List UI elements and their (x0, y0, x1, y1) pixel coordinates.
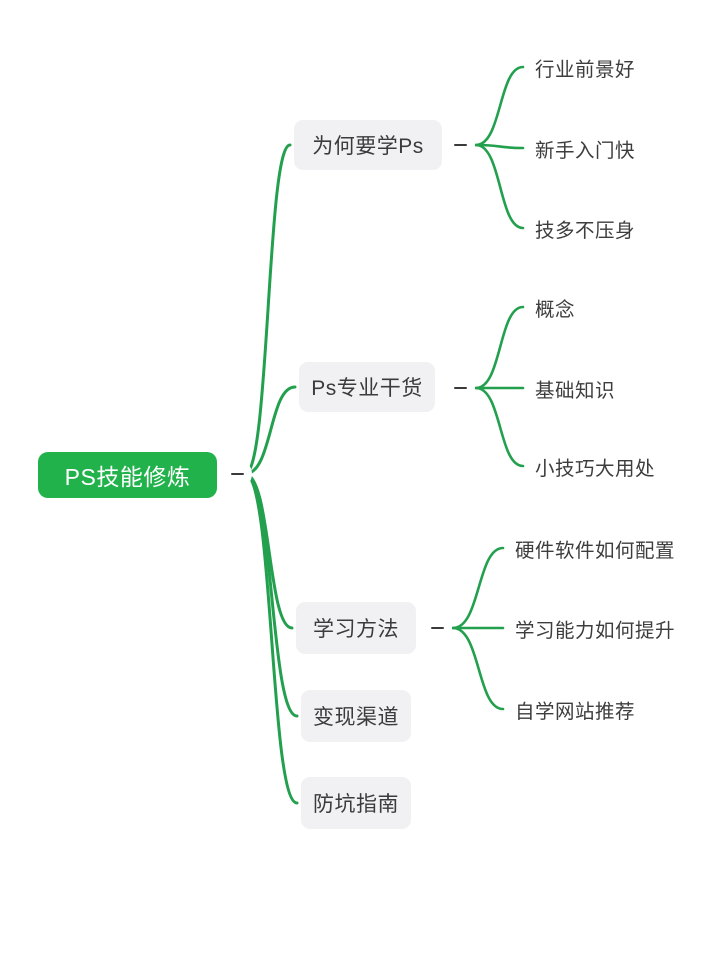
leaf-node-label: 学习能力如何提升 (515, 619, 676, 642)
edge (451, 546, 505, 630)
minus-icon (453, 386, 467, 390)
leaf-node-label: 小技巧大用处 (535, 457, 656, 480)
leaf-node-3-2[interactable]: 学习能力如何提升 (515, 614, 675, 642)
leaf-node-label: 基础知识 (535, 379, 616, 402)
branch-node-4-label: 变现渠道 (313, 706, 399, 729)
leaf-node-3-3[interactable]: 自学网站推荐 (515, 695, 635, 723)
branch-node-2[interactable]: Ps专业干货 (299, 362, 435, 412)
root-node-label: PS技能修炼 (64, 464, 191, 490)
branch-node-5[interactable]: 防坑指南 (301, 777, 411, 829)
leaf-node-label: 行业前景好 (535, 58, 636, 81)
root-node[interactable]: PS技能修炼 (38, 452, 217, 498)
root-toggle[interactable] (222, 459, 252, 489)
edge (451, 626, 505, 711)
leaf-node-2-1[interactable]: 概念 (535, 293, 575, 321)
edge (474, 143, 525, 150)
minus-icon (230, 472, 244, 476)
edge (474, 305, 525, 390)
edge (243, 143, 292, 476)
edge (474, 143, 525, 230)
leaf-node-1-2[interactable]: 新手入门快 (535, 134, 635, 162)
edge (474, 65, 525, 147)
edge (474, 386, 525, 468)
branch-node-3-label: 学习方法 (313, 618, 399, 641)
leaf-node-1-3[interactable]: 技多不压身 (535, 214, 635, 242)
leaf-node-2-3[interactable]: 小技巧大用处 (535, 452, 655, 480)
branch-toggle-1[interactable] (445, 130, 475, 160)
leaf-node-label: 硬件软件如何配置 (515, 539, 676, 562)
leaf-node-label: 新手入门快 (535, 139, 636, 162)
edge (243, 472, 299, 718)
leaf-node-3-1[interactable]: 硬件软件如何配置 (515, 534, 675, 562)
edge (243, 472, 299, 805)
leaf-node-1-1[interactable]: 行业前景好 (535, 53, 635, 81)
leaf-node-2-2[interactable]: 基础知识 (535, 374, 615, 402)
leaf-node-label: 技多不压身 (535, 219, 636, 242)
edge (243, 472, 294, 630)
leaf-node-label: 概念 (535, 298, 576, 321)
branch-node-1[interactable]: 为何要学Ps (294, 120, 442, 170)
branch-node-3[interactable]: 学习方法 (296, 602, 416, 654)
branch-node-2-label: Ps专业干货 (311, 377, 423, 400)
minus-icon (453, 143, 467, 147)
branch-node-1-label: 为何要学Ps (312, 135, 424, 158)
leaf-node-label: 自学网站推荐 (515, 700, 636, 723)
branch-node-5-label: 防坑指南 (313, 793, 399, 816)
branch-toggle-3[interactable] (422, 613, 452, 643)
edge (243, 385, 297, 476)
branch-node-4[interactable]: 变现渠道 (301, 690, 411, 742)
minus-icon (430, 626, 444, 630)
branch-toggle-2[interactable] (445, 373, 475, 403)
